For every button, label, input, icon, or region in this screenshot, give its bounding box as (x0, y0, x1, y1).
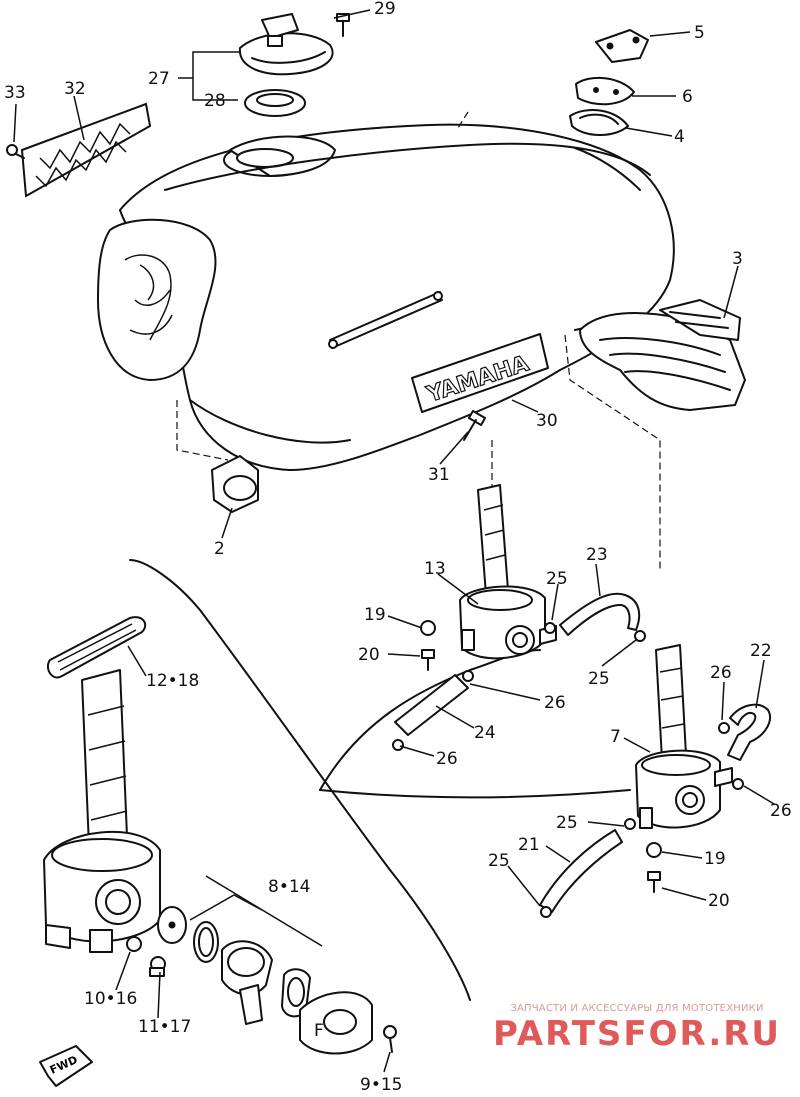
label-33: 33 (4, 83, 26, 103)
gasket-4 (569, 109, 629, 136)
clips (392, 622, 744, 918)
label-5: 5 (694, 23, 705, 43)
svg-text:F: F (314, 1021, 324, 1041)
part-labels: 29 27 28 5 6 4 33 32 3 30 31 2 13 23 25 … (4, 0, 792, 1095)
screw-31 (463, 410, 487, 441)
label-7: 7 (610, 727, 621, 747)
label-22: 22 (750, 641, 772, 661)
label-3: 3 (732, 249, 743, 269)
label-29: 29 (374, 0, 396, 19)
cock-internal-parts (157, 906, 311, 1025)
fuel-cock-13 (459, 484, 557, 660)
label-13: 13 (424, 559, 446, 579)
watermark-logo: PARTSFOR.RU (492, 1014, 782, 1054)
drain-cap-2 (211, 455, 259, 513)
label-26-d: 26 (770, 801, 792, 821)
hose-23 (559, 592, 641, 636)
screw-33 (6, 144, 25, 159)
label-19-b: 19 (704, 849, 726, 869)
gasket-12 (46, 616, 147, 679)
leader-lines (13, 9, 775, 1073)
label-12-18: 12•18 (146, 671, 199, 691)
label-26-b: 26 (436, 749, 458, 769)
label-25-a: 25 (546, 569, 568, 589)
label-26-c: 26 (710, 663, 732, 683)
label-11-17: 11•17 (138, 1017, 191, 1037)
hose-22 (727, 703, 771, 761)
label-31: 31 (428, 465, 450, 485)
label-25-d: 25 (488, 851, 510, 871)
label-9-15: 9•15 (360, 1075, 402, 1095)
watermark-tagline: ЗАПЧАСТИ И АКСЕССУАРЫ ДЛЯ МОТОТЕХНИКИ (510, 1003, 764, 1014)
label-19-a: 19 (364, 605, 386, 625)
label-23: 23 (586, 545, 608, 565)
label-24: 24 (474, 723, 496, 743)
label-2: 2 (214, 539, 225, 559)
watermark: ЗАПЧАСТИ И АКСЕССУАРЫ ДЛЯ МОТОТЕХНИКИ PA… (478, 1003, 796, 1054)
fuel-cock-detail (43, 669, 161, 953)
label-32: 32 (64, 79, 86, 99)
forward-arrow: FWD (39, 1045, 93, 1087)
cover-plate-9: F (299, 991, 373, 1055)
screws-19-20 (420, 620, 662, 893)
fuel-cock-7 (635, 644, 733, 829)
rear-cover-3 (579, 299, 746, 411)
screw-9 (383, 1025, 397, 1053)
emblem-strip-32 (20, 102, 152, 198)
hose-21 (539, 829, 623, 913)
label-10-16: 10•16 (84, 989, 137, 1009)
alignment-lines (176, 111, 661, 570)
label-8-14: 8•14 (268, 877, 310, 897)
label-25-c: 25 (556, 813, 578, 833)
yamaha-emblem: YAMAHA (411, 333, 549, 413)
label-6: 6 (682, 87, 693, 107)
label-26-a: 26 (544, 693, 566, 713)
hose-24 (394, 674, 469, 736)
fuel-tank (97, 123, 691, 471)
small-parts-10-11 (126, 936, 166, 977)
label-28: 28 (204, 91, 226, 111)
label-25-b: 25 (588, 669, 610, 689)
plate-6 (575, 76, 635, 106)
label-20-a: 20 (358, 645, 380, 665)
label-4: 4 (674, 127, 685, 147)
label-27: 27 (148, 69, 170, 89)
cap-gasket (244, 89, 306, 117)
label-21: 21 (518, 835, 540, 855)
cover-plate-5 (595, 29, 649, 63)
fuel-cap (238, 13, 334, 76)
label-30: 30 (536, 411, 558, 431)
label-20-b: 20 (708, 891, 730, 911)
